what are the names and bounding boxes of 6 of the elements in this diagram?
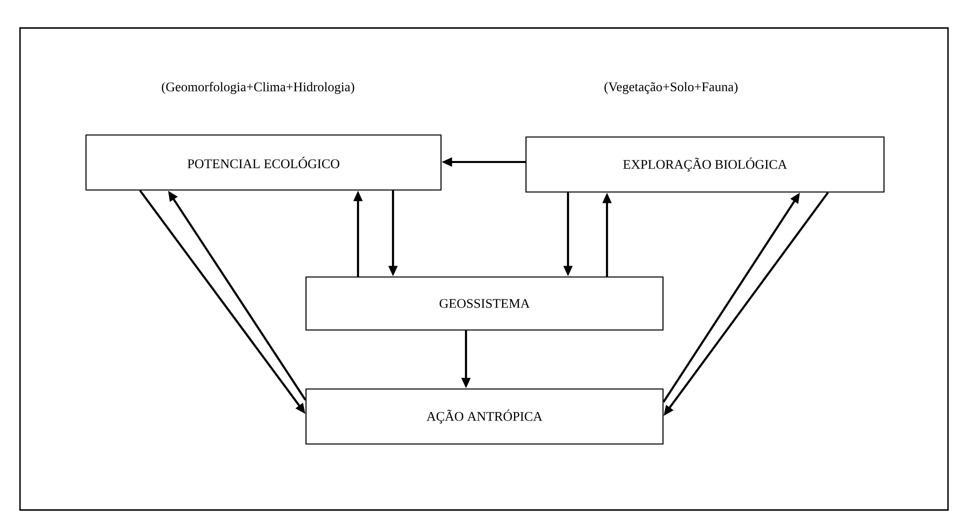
process-box: GEOSSISTEMA: [305, 276, 664, 331]
process-box: POTENCIAL ECOLÓGICO: [85, 134, 442, 191]
process-box: AÇÃO ANTRÓPICA: [305, 388, 664, 445]
node-caption: (Vegetação+Solo+Fauna): [604, 82, 738, 94]
process-box: EXPLORAÇÃO BIOLÓGICA: [525, 136, 885, 193]
node-caption: (Geomorfologia+Clima+Hidrologia): [162, 82, 354, 94]
